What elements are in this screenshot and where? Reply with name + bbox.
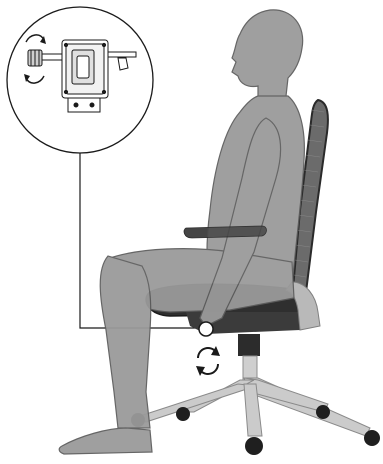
person-foot xyxy=(59,428,152,454)
chair-base xyxy=(140,378,370,436)
tension-knob xyxy=(199,322,213,336)
mechanism-detail-callout xyxy=(7,7,153,153)
caster-center xyxy=(245,437,263,455)
caster-left-back xyxy=(176,407,190,421)
rotate-arrows-icon xyxy=(196,346,220,376)
front-armrest xyxy=(184,226,267,238)
person-lower-leg xyxy=(100,256,150,428)
gas-cylinder-cover xyxy=(238,334,260,356)
caster-right-back xyxy=(316,405,330,419)
caster-right-front xyxy=(364,430,380,446)
person-head xyxy=(232,10,303,98)
